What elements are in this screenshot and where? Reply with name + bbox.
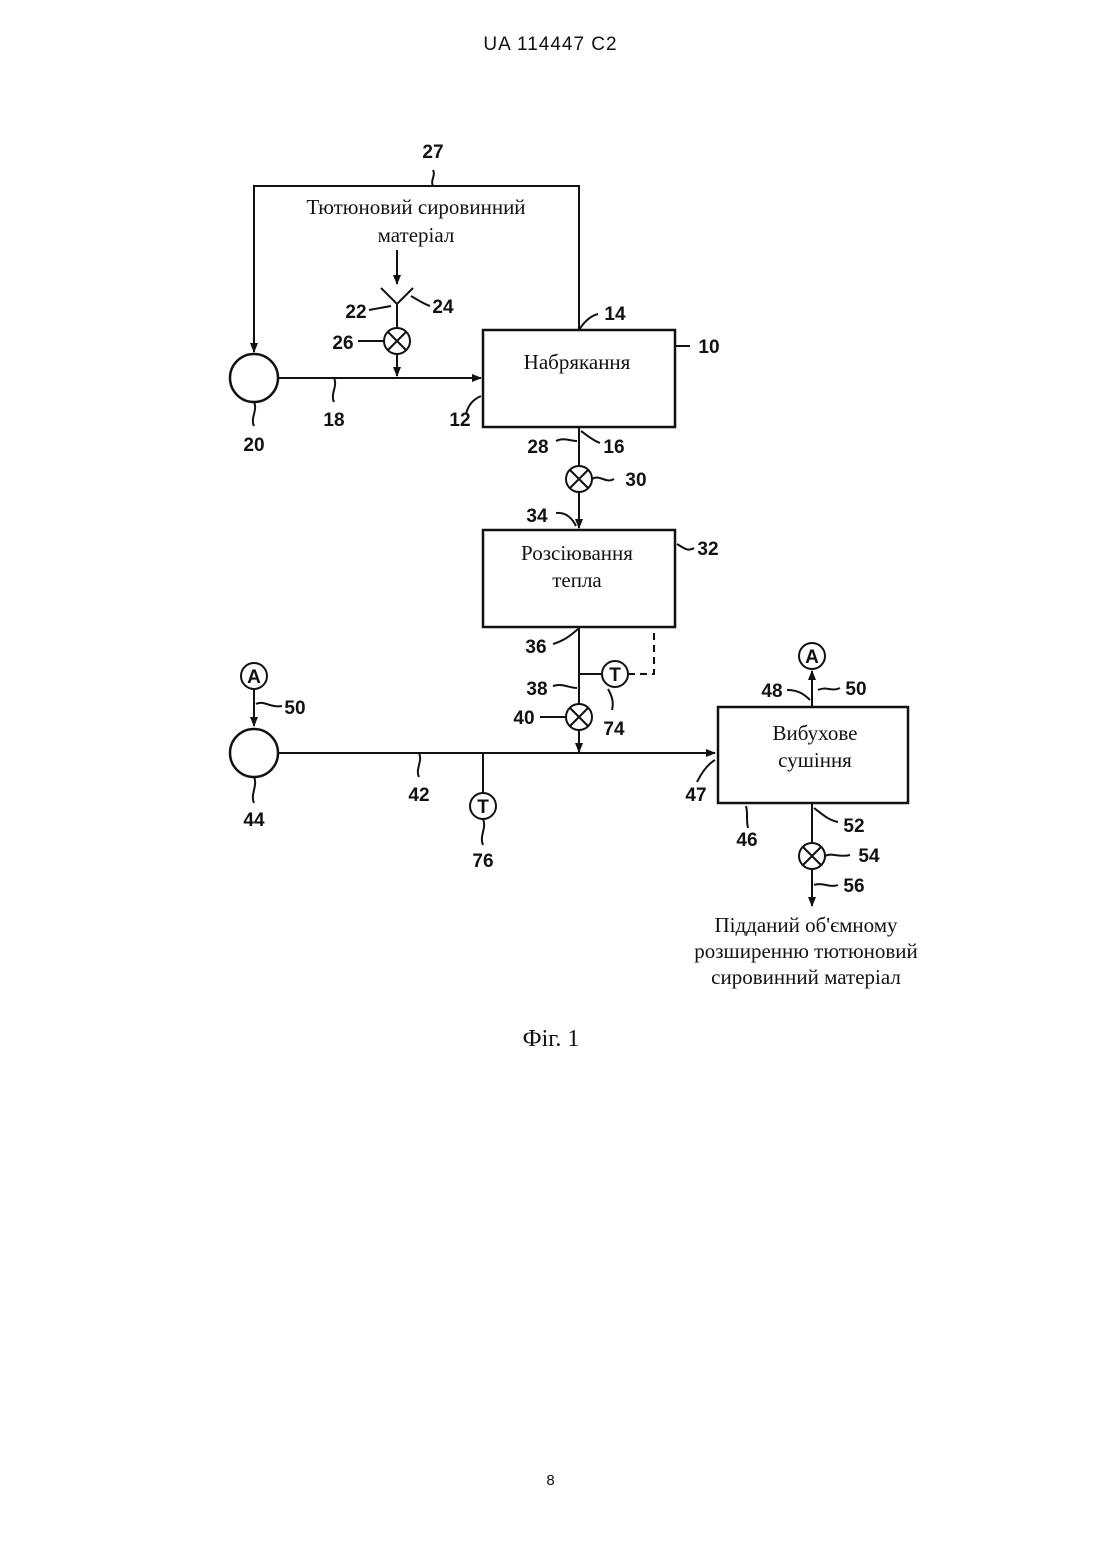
ref-54: 54 bbox=[858, 846, 880, 867]
explosive-drying-label-1: Вибухове bbox=[773, 721, 858, 745]
connector-symbol: A bbox=[805, 647, 819, 668]
ref-10: 10 bbox=[698, 337, 719, 358]
page-number: 8 bbox=[0, 1472, 1101, 1489]
circulator-44 bbox=[230, 729, 278, 777]
pump-20 bbox=[230, 354, 278, 402]
output-label-line3: сировинний матеріал bbox=[711, 965, 901, 989]
ref-18: 18 bbox=[323, 410, 344, 431]
ref-56: 56 bbox=[843, 876, 864, 897]
ref-76: 76 bbox=[472, 851, 493, 872]
ref-26: 26 bbox=[332, 333, 353, 354]
ref-50a: 50 bbox=[284, 698, 305, 719]
sensor-symbol: T bbox=[609, 665, 621, 686]
ref-46: 46 bbox=[736, 830, 757, 851]
connector-symbol: A bbox=[247, 667, 261, 688]
ref-16: 16 bbox=[603, 437, 624, 458]
heat-dissipation-label-2: тепла bbox=[552, 568, 602, 592]
output-label-line2: розширенню тютюновий bbox=[694, 939, 918, 963]
heat-dissipation-label-1: Розсіювання bbox=[521, 541, 633, 565]
ref-32: 32 bbox=[697, 539, 718, 560]
ref-42: 42 bbox=[408, 785, 429, 806]
ref-22: 22 bbox=[345, 302, 366, 323]
ref-40: 40 bbox=[513, 708, 534, 729]
feedback-line bbox=[628, 627, 654, 674]
swelling-label: Набрякання bbox=[524, 350, 631, 374]
ref-20: 20 bbox=[243, 435, 264, 456]
ref-27: 27 bbox=[422, 142, 443, 163]
ref-28: 28 bbox=[527, 437, 548, 458]
swelling-block bbox=[483, 330, 675, 427]
ref-34: 34 bbox=[526, 506, 548, 527]
ref-30: 30 bbox=[625, 470, 646, 491]
figure-caption: Фіг. 1 bbox=[523, 1026, 580, 1052]
ref-36: 36 bbox=[525, 637, 546, 658]
explosive-drying-label-2: сушіння bbox=[778, 748, 852, 772]
ref-50b: 50 bbox=[845, 679, 866, 700]
ref-48: 48 bbox=[761, 681, 782, 702]
ref-12: 12 bbox=[449, 410, 470, 431]
ref-24: 24 bbox=[432, 297, 454, 318]
input-label-line1: Тютюновий сировинний bbox=[306, 195, 525, 219]
ref-38: 38 bbox=[526, 679, 547, 700]
ref-47: 47 bbox=[685, 785, 706, 806]
input-label-line2: матеріал bbox=[378, 223, 455, 247]
ref-14: 14 bbox=[604, 304, 626, 325]
hopper bbox=[381, 288, 413, 304]
sensor-symbol: T bbox=[477, 797, 489, 818]
ref-52: 52 bbox=[843, 816, 864, 837]
output-label-line1: Підданий об'ємному bbox=[714, 913, 898, 937]
ref-74: 74 bbox=[603, 719, 625, 740]
ref-44: 44 bbox=[243, 810, 265, 831]
